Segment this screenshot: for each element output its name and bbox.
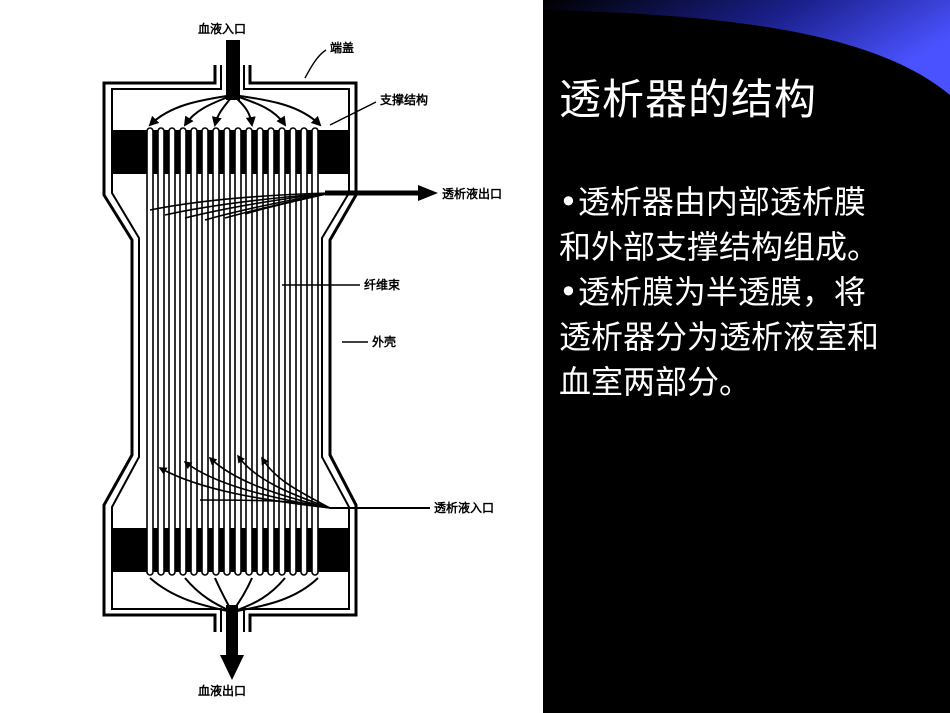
bullet-list: •透析器由内部透析膜 和外部支撑结构组成。 •透析膜为半透膜，将 透析器分为透析… — [559, 180, 949, 405]
hollow-fiber — [179, 127, 187, 576]
blood-outflow-lines — [149, 577, 319, 613]
blood-outlet-pipe — [226, 605, 238, 660]
hollow-fiber — [245, 127, 253, 576]
blood-outlet-label: 血液出口 — [198, 683, 246, 698]
text-panel: 透析器的结构 •透析器由内部透析膜 和外部支撑结构组成。 •透析膜为半透膜，将 … — [543, 0, 950, 713]
bullet-item: •透析器由内部透析膜 和外部支撑结构组成。 — [559, 180, 949, 270]
hollow-fiber — [157, 127, 165, 576]
hollow-fiber — [234, 127, 242, 576]
blood-outlet-arrowhead — [220, 655, 244, 680]
bullet-item: •透析膜为半透膜，将 透析器分为透析液室和 血室两部分。 — [559, 270, 949, 405]
housing-outline-left — [102, 65, 217, 632]
support-leader — [329, 101, 377, 126]
bullet-line: 透析器分为透析液室和 — [559, 318, 880, 356]
hollow-fiber — [212, 127, 220, 576]
hollow-fiber — [267, 127, 275, 576]
diagram-panel: 血液入口 端盖 支撑结构 透析液出口 纤维束 外壳 透析液入口 血液出口 — [102, 21, 503, 698]
hollow-fiber — [256, 127, 264, 576]
blood-inlet-pipe — [226, 40, 240, 100]
hollow-fiber — [223, 127, 231, 576]
hollow-fiber — [168, 127, 176, 576]
bullet-line: •透析膜为半透膜，将 — [559, 273, 866, 311]
blood-inflow-arrows — [148, 94, 322, 127]
housing-outline-left-inner — [111, 65, 222, 632]
slide-title: 透析器的结构 — [559, 75, 818, 124]
bullet-line: 血室两部分。 — [559, 363, 752, 401]
hollow-fiber — [201, 127, 209, 576]
fiber-bundle-label: 纤维束 — [364, 277, 401, 292]
bullet-line: •透析器由内部透析膜 — [559, 183, 866, 221]
dialysate-inflow-arrows — [158, 454, 331, 509]
support-structure-label: 支撑结构 — [379, 92, 428, 107]
bullet-line: 和外部支撑结构组成。 — [559, 228, 880, 266]
housing-outline-right — [248, 65, 358, 632]
end-cap-leader — [304, 49, 327, 79]
hollow-fiber — [278, 127, 286, 576]
shell-label: 外壳 — [372, 334, 396, 349]
corner-swoosh-decoration — [543, 0, 950, 95]
hollow-fiber — [190, 127, 198, 576]
end-cap-label: 端盖 — [330, 40, 354, 55]
hollow-fiber — [311, 127, 319, 576]
dialysate-outlet-arrowhead — [418, 185, 438, 201]
blood-inlet-label: 血液入口 — [198, 21, 246, 36]
fiber-bundle-group — [146, 127, 319, 576]
dialysate-outlet-label: 透析液出口 — [442, 186, 502, 201]
dialyzer-diagram: 血液入口 端盖 支撑结构 透析液出口 纤维束 外壳 透析液入口 血液出口 — [102, 21, 502, 698]
hollow-fiber — [289, 127, 297, 576]
hollow-fiber — [146, 127, 154, 576]
housing-outline-right-inner — [243, 65, 350, 632]
dialysate-outlet-lines — [149, 192, 331, 221]
hollow-fiber — [300, 127, 308, 576]
dialysate-inlet-label: 透析液入口 — [434, 500, 494, 515]
